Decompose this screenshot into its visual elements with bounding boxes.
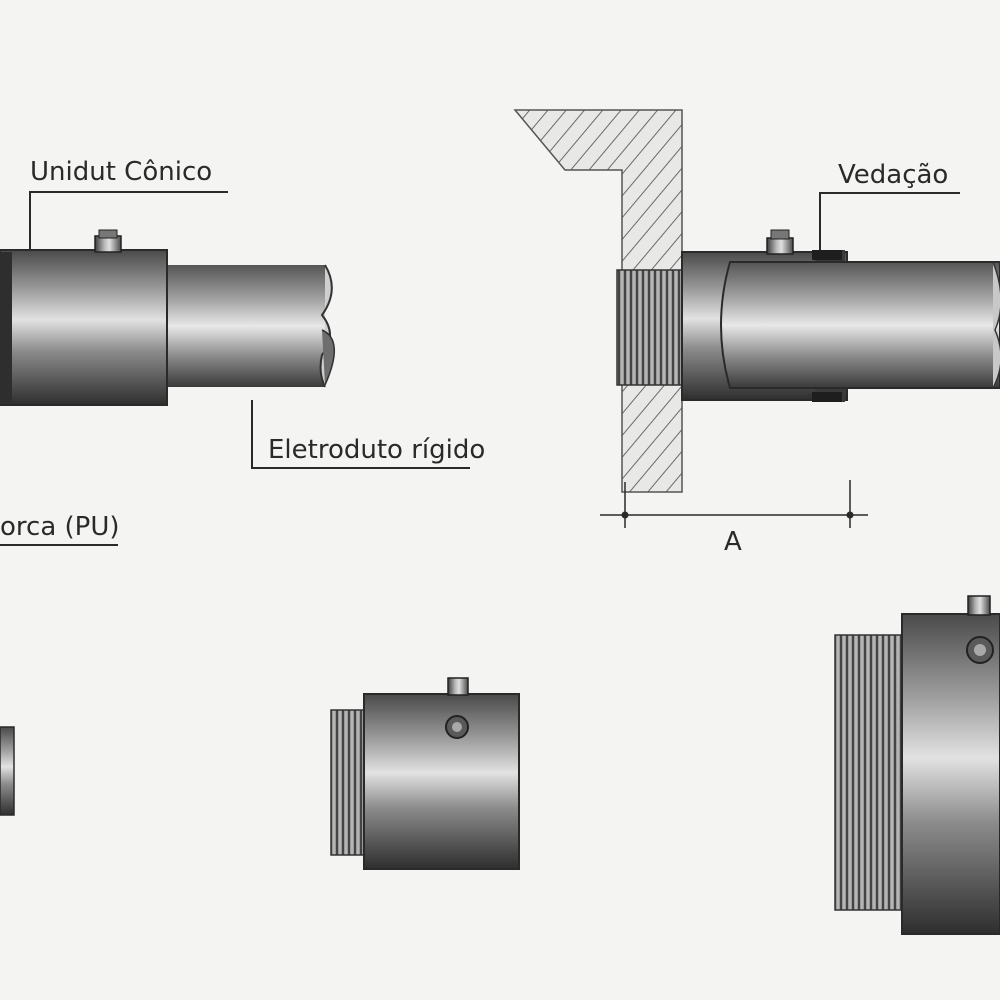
- leader-unidut: [29, 191, 228, 250]
- leader-vedacao: [819, 192, 960, 250]
- fitting-medium: [330, 677, 520, 870]
- label-porca-pu: orca (PU): [0, 512, 120, 542]
- fitting-small-fragment: [0, 726, 15, 816]
- vedacao-seal: [812, 250, 842, 260]
- label-unidut-conico: Unidut Cônico: [30, 157, 212, 187]
- eletroduto-rigido-pipe: [160, 264, 336, 388]
- top-right-assembly: Vedação A: [513, 109, 1000, 557]
- conduit-inserted: [720, 261, 1000, 389]
- label-vedacao: Vedação: [838, 160, 948, 190]
- set-screw: [766, 229, 794, 255]
- wall-section: [513, 109, 683, 493]
- top-left-assembly: Unidut Cônico Eletroduto rígido orca (PU…: [0, 157, 485, 546]
- set-screw: [447, 677, 469, 696]
- dimension-a: A: [600, 480, 868, 557]
- label-eletroduto-rigido: Eletroduto rígido: [268, 435, 485, 465]
- unidut-conico-body: [0, 249, 168, 406]
- set-screw: [967, 595, 991, 616]
- set-screw: [94, 229, 122, 253]
- fitting-large: [834, 595, 1000, 935]
- label-dimension-a: A: [724, 527, 742, 557]
- threaded-section: [616, 269, 686, 386]
- leader-eletroduto: [251, 400, 470, 469]
